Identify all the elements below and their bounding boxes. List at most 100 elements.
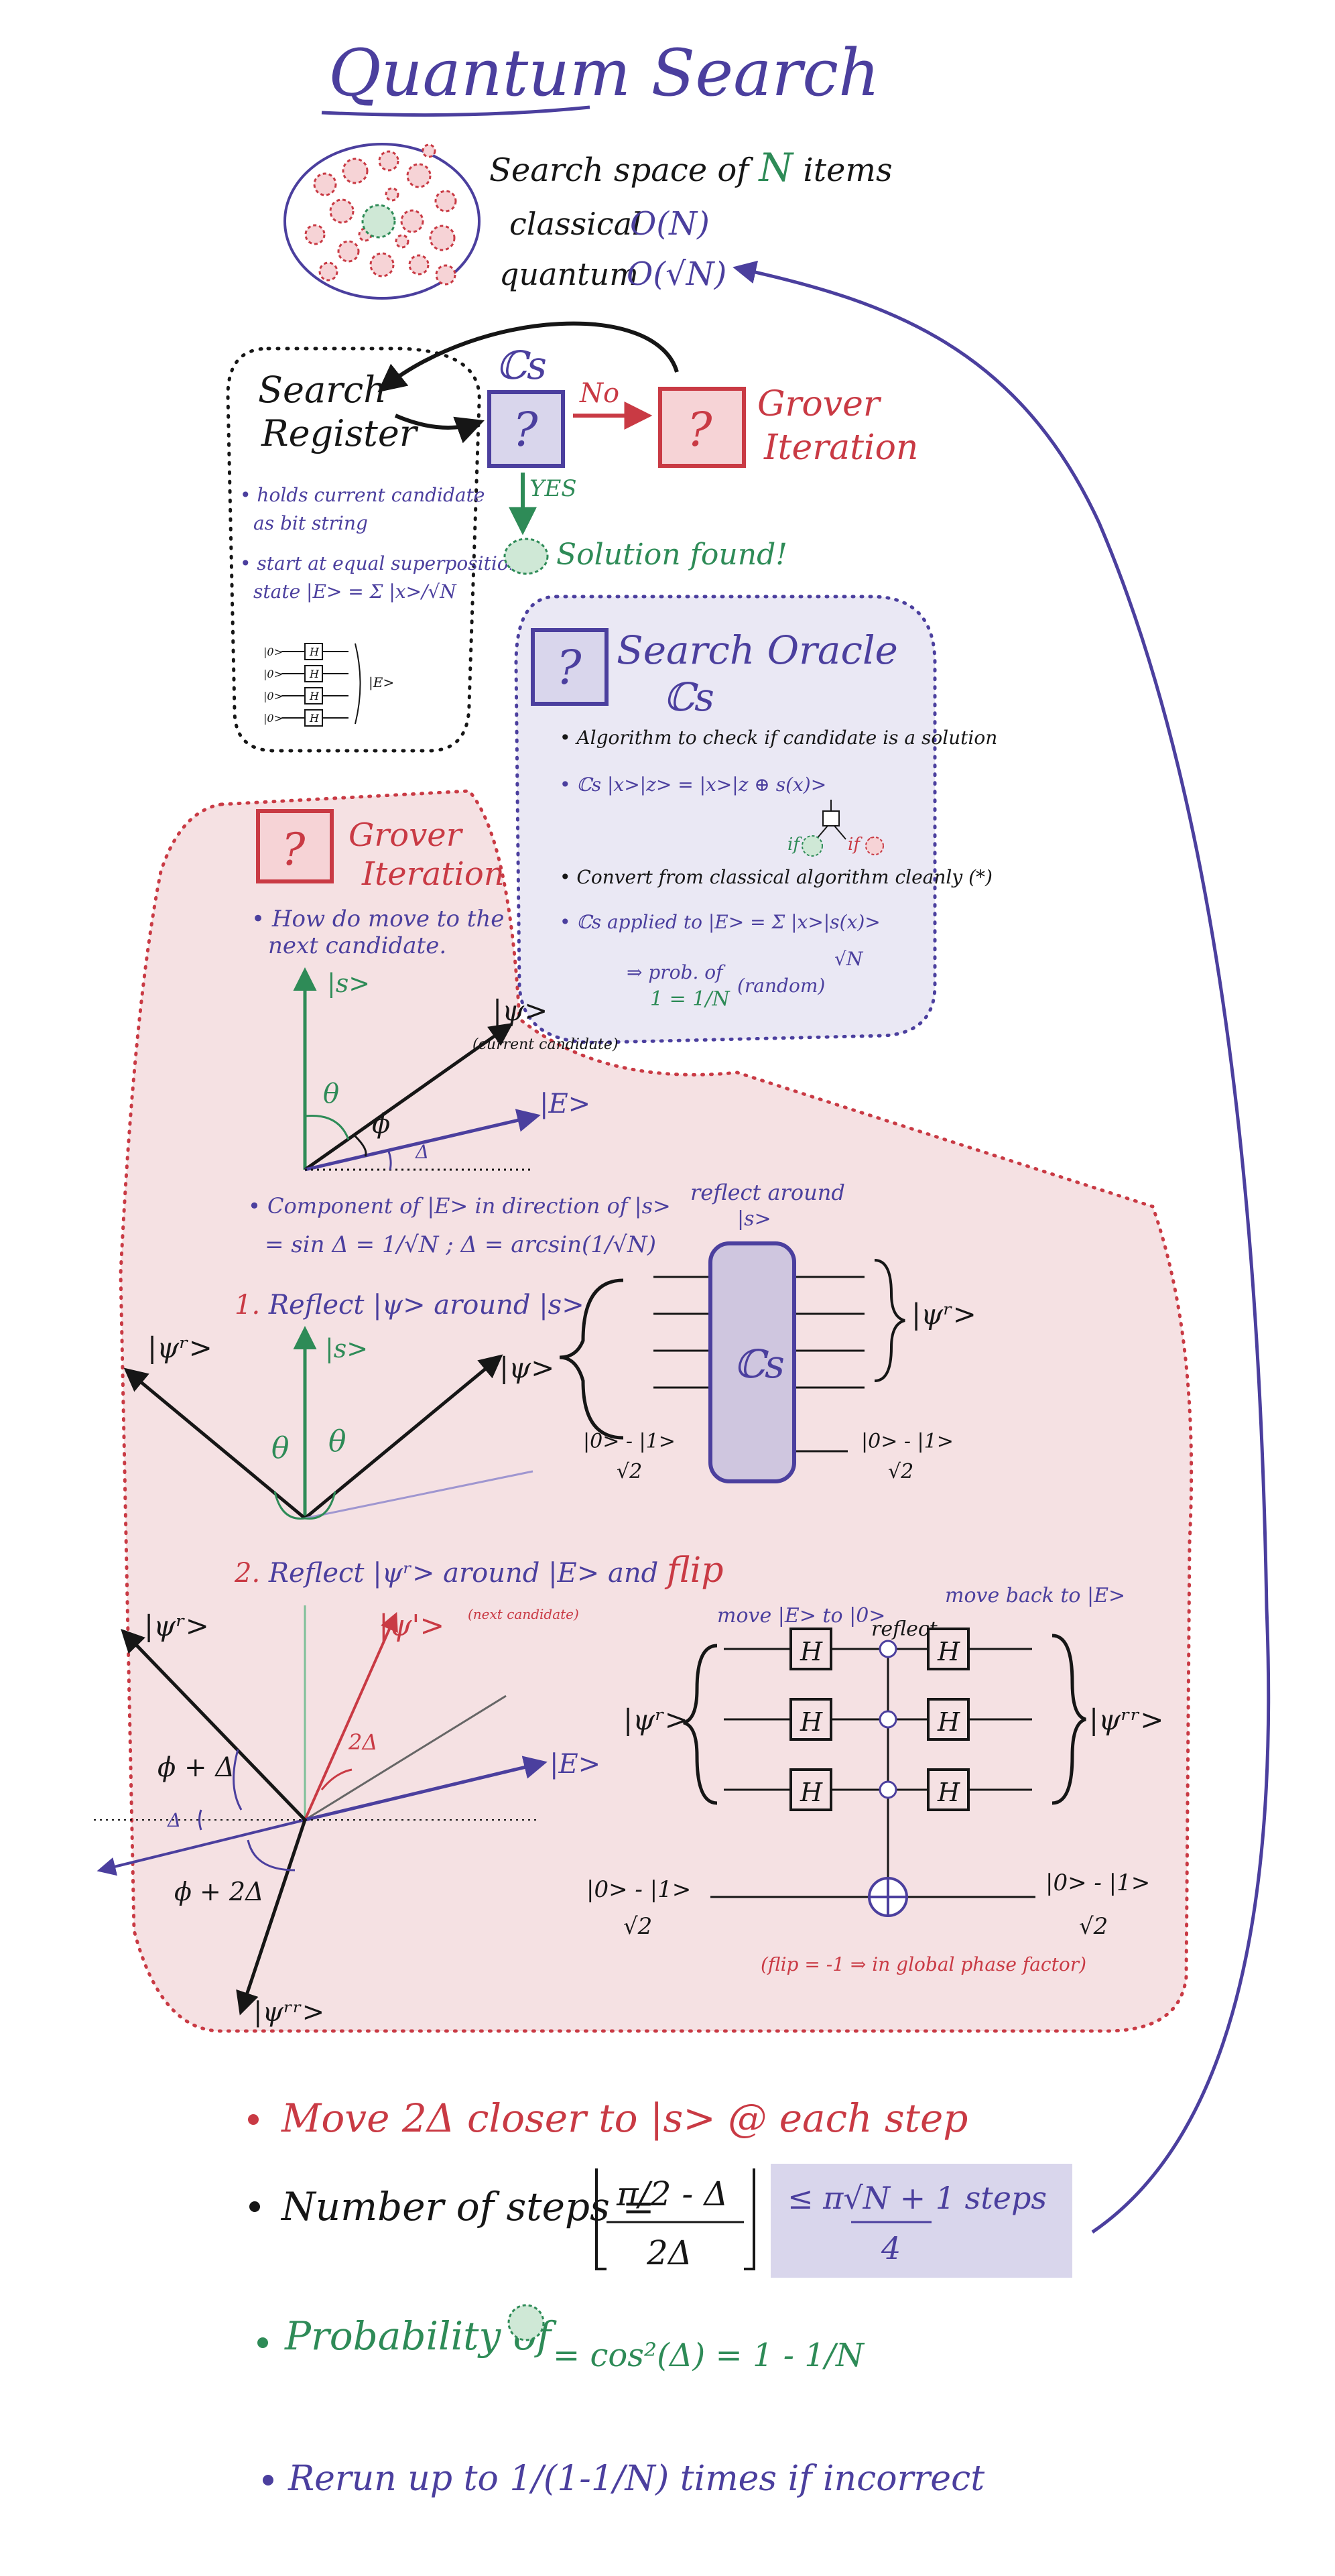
flow-arrow-register-to-oracle — [394, 414, 485, 444]
grover-panel-question: ? — [281, 824, 306, 875]
svg-text:θ: θ — [271, 1431, 290, 1465]
grover-region — [119, 789, 1194, 2033]
reflect-diagram-2-labels: |ψʳ> |ψ'> (next candidate) 2Δ |E> ϕ + Δ … — [144, 1606, 600, 2028]
step1-label: 1. Reflect |ψ> around |s> — [235, 1290, 584, 1321]
grover-circuit — [683, 1628, 1086, 1917]
bullet-green — [257, 2337, 268, 2348]
svg-text:|ψ>: |ψ> — [499, 1351, 554, 1384]
flow-arrow-grover-to-register — [377, 321, 679, 393]
svg-text:|0> - |1>: |0> - |1> — [583, 1430, 676, 1453]
svg-text:• ℂs applied to |E> = Σ |x>|s(: • ℂs applied to |E> = Σ |x>|s(x)> — [560, 911, 881, 933]
svg-text:√2: √2 — [1079, 1913, 1108, 1940]
grover-label-2: Iteration — [763, 428, 918, 468]
oracle-panel-title-2: ℂs — [663, 674, 714, 720]
svg-text:1 = 1/N: 1 = 1/N — [650, 987, 730, 1011]
svg-text:H: H — [309, 646, 320, 658]
svg-text:|ψʳ>: |ψʳ> — [144, 1609, 209, 1642]
svg-text:as bit string: as bit string — [253, 512, 368, 534]
component-line-2: = sin Δ = 1/√N ; Δ = arcsin(1/√N) — [265, 1231, 656, 1258]
svg-text:|0>: |0> — [263, 712, 283, 725]
reflect-around-label-2: |s> — [737, 1207, 771, 1231]
component-line-1: • Component of |E> in direction of |s> — [248, 1193, 671, 1219]
grover-circuit-labels: H H H H H H |ψʳ> |ψʳʳ> |0> - |1> √2 |0> … — [586, 1637, 1163, 1975]
svg-text:(random): (random) — [737, 975, 825, 997]
svg-text:• holds current candidate: • holds current candidate — [240, 484, 485, 506]
probability-solution-blob — [507, 2304, 545, 2341]
register-circuit-labels: |0>|0> |0>|0> HH HH |E> — [263, 646, 394, 725]
svg-text:H: H — [309, 690, 320, 702]
quantum-cost: O(√N) — [627, 255, 726, 293]
svg-text:(current candidate): (current candidate) — [472, 1036, 619, 1053]
no-label: No — [579, 378, 619, 409]
svg-text:|ψ>: |ψ> — [493, 994, 548, 1027]
svg-text:|0>: |0> — [263, 690, 283, 702]
svg-text:H: H — [937, 1778, 960, 1807]
grover-question-1: • How do move to the — [251, 906, 504, 932]
svg-text:|E>: |E> — [539, 1089, 590, 1119]
intro-text: Search space of N items classical O(N) q… — [489, 145, 893, 293]
svg-text:H: H — [937, 1707, 960, 1737]
svg-text:2Δ: 2Δ — [646, 2233, 692, 2272]
svg-text:2Δ: 2Δ — [348, 1729, 377, 1755]
svg-text:|E>: |E> — [369, 674, 394, 691]
oracle-panel-box — [531, 628, 609, 706]
register-circuit — [281, 643, 361, 727]
search-space-blob — [283, 143, 481, 300]
svg-text:H: H — [309, 712, 320, 725]
svg-text:|s>: |s> — [325, 1334, 368, 1363]
bound-highlight — [771, 2164, 1072, 2278]
svg-text:√2: √2 — [623, 1913, 652, 1940]
oracle-panel-question: ? — [556, 640, 582, 695]
svg-text:|ψʳ>: |ψʳ> — [147, 1331, 212, 1364]
grover-label-1: Grover — [757, 384, 882, 424]
svg-text:ϕ: ϕ — [372, 1109, 390, 1140]
solution-found-label: Solution found! — [556, 538, 787, 572]
svg-text:|ψʳ>: |ψʳ> — [623, 1703, 688, 1736]
svg-text:|ψʳʳ>: |ψʳʳ> — [253, 1997, 324, 2028]
svg-text:√2: √2 — [617, 1460, 642, 1483]
svg-text:Δ: Δ — [415, 1141, 429, 1163]
oracle-symbol-top: ℂs — [496, 343, 547, 388]
svg-text:Δ: Δ — [167, 1809, 181, 1831]
step2-label: 2. Reflect |ψʳ> around |E> and flip — [234, 1550, 724, 1591]
bound-denominator: 4 — [881, 2230, 901, 2266]
svg-text:|ψʳʳ>: |ψʳʳ> — [1089, 1703, 1163, 1736]
svg-text:ϕ + 2Δ: ϕ + 2Δ — [174, 1877, 264, 1906]
oracle-circuit — [559, 1241, 905, 1483]
register-notes: • holds current candidate as bit string … — [240, 484, 521, 603]
svg-text:|ψʳ>: |ψʳ> — [911, 1298, 976, 1331]
svg-text:ℂs: ℂs — [734, 1341, 785, 1387]
svg-text:H: H — [800, 1637, 823, 1666]
svg-text:(next candidate): (next candidate) — [468, 1606, 579, 1622]
svg-text:H: H — [937, 1637, 960, 1666]
svg-text:• start at equal superposition: • start at equal superposition — [240, 552, 521, 574]
oracle-panel-title-1: Search Oracle — [617, 627, 898, 673]
bullet-blue — [263, 2475, 273, 2486]
solution-blob — [503, 538, 549, 575]
oracle-panel — [514, 595, 937, 1044]
svg-text:|0>: |0> — [263, 668, 283, 680]
geometry-diagram-1 — [293, 967, 541, 1172]
summary-rerun: Rerun up to 1/(1-1/N) times if incorrect — [288, 2459, 984, 2499]
bullet-black — [249, 2201, 260, 2212]
svg-text:H: H — [309, 668, 320, 680]
svg-text:√2: √2 — [888, 1460, 913, 1483]
svg-text:θ: θ — [328, 1424, 346, 1459]
geometry-diagram-1-labels: |s> |ψ> (current candidate) |E> θ ϕ Δ — [323, 969, 619, 1163]
reflect-diagram-1 — [123, 1326, 533, 1520]
svg-text:⇒ prob. of: ⇒ prob. of — [627, 961, 726, 983]
grover-question-box — [658, 387, 746, 468]
svg-text:H: H — [800, 1778, 823, 1807]
svg-text:move |E> to |0>: move |E> to |0> — [717, 1604, 885, 1628]
title-underline — [321, 105, 590, 117]
svg-text:θ: θ — [323, 1079, 339, 1109]
grover-panel-title-1: Grover — [348, 816, 464, 854]
svg-text:• ℂs |x>|z> = |x>|z ⊕ s(x)>: • ℂs |x>|z> = |x>|z ⊕ s(x)> — [560, 774, 826, 796]
svg-text:|0> - |1>: |0> - |1> — [586, 1876, 691, 1903]
oracle-question-box — [487, 390, 565, 468]
grover-circuit-labels-top: move |E> to |0> reflect move back to |E> — [717, 1584, 1125, 1641]
svg-text:move back to |E>: move back to |E> — [945, 1584, 1125, 1607]
bound-text: ≤ π√N + 1 steps — [787, 2180, 1047, 2216]
svg-text:|0> - |1>: |0> - |1> — [861, 1430, 954, 1453]
